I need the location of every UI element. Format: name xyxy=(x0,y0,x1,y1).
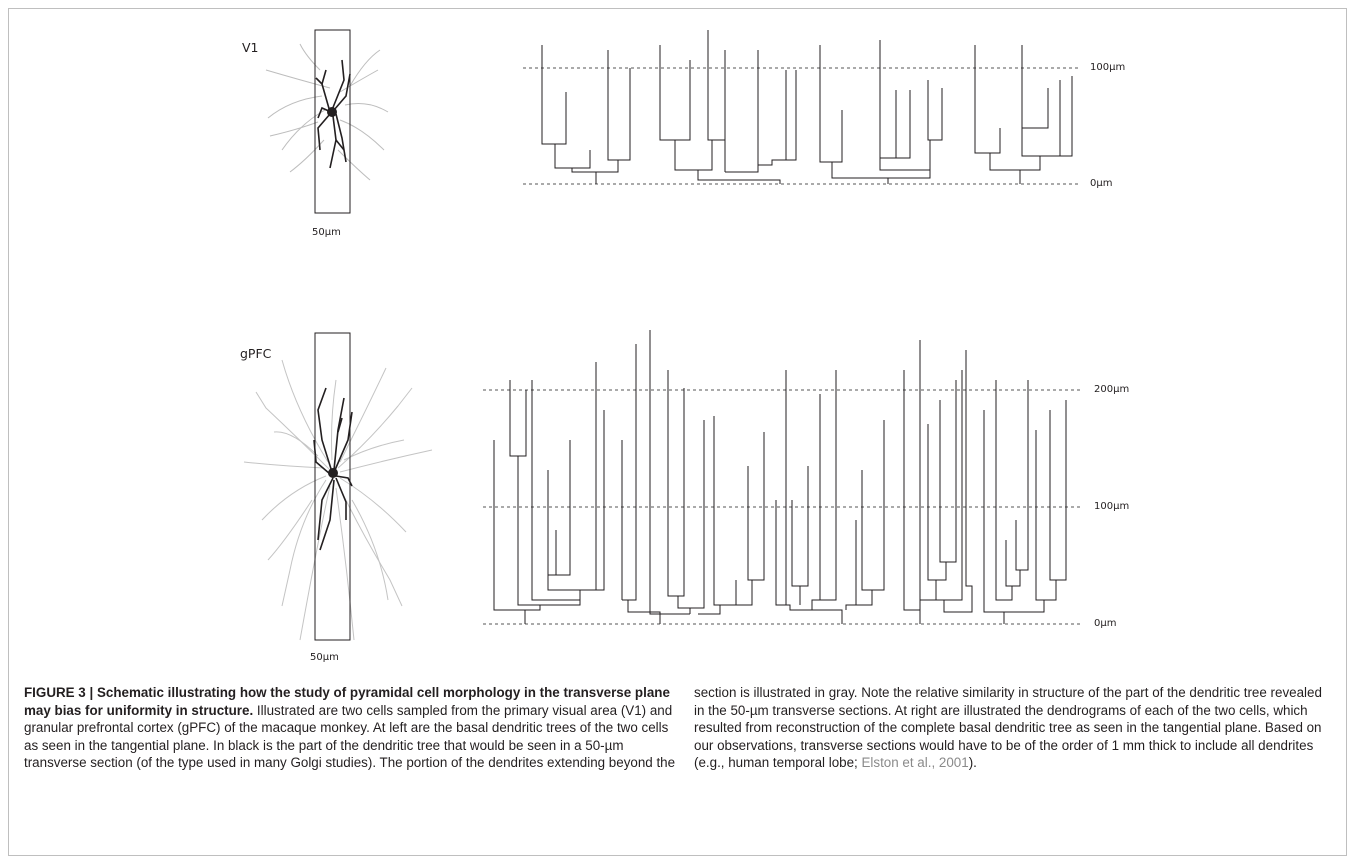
caption-closing: ). xyxy=(969,755,977,770)
gpfc-scale-label-100: 100µm xyxy=(1094,501,1129,512)
gpfc-dendrites-outside-section xyxy=(244,360,432,640)
gpfc-cell-label: gPFC xyxy=(240,346,271,361)
gpfc-scale-label-0: 0µm xyxy=(1094,618,1116,629)
figure-graphic xyxy=(0,0,1356,680)
gpfc-cell-drawing xyxy=(244,333,432,640)
v1-cell-drawing xyxy=(266,30,388,213)
gpfc-soma xyxy=(328,468,338,478)
v1-scale-label-100: 100µm xyxy=(1090,62,1125,73)
caption-body-right: section is illustrated in gray. Note the… xyxy=(694,685,1322,770)
gpfc-scale-label-200: 200µm xyxy=(1094,384,1129,395)
v1-scale-label-0: 0µm xyxy=(1090,178,1112,189)
v1-dendrogram xyxy=(523,30,1080,184)
gpfc-dendrogram xyxy=(483,330,1080,624)
gpfc-section-width-label: 50µm xyxy=(310,652,339,663)
caption-left-column: FIGURE 3 | Schematic illustrating how th… xyxy=(24,684,680,772)
caption-right-column: section is illustrated in gray. Note the… xyxy=(694,684,1334,772)
v1-section-width-label: 50µm xyxy=(312,227,341,238)
v1-soma xyxy=(327,107,337,117)
v1-dendrogram-lines xyxy=(542,30,1072,184)
v1-cell-label: V1 xyxy=(242,40,259,55)
citation-link[interactable]: Elston et al., 2001 xyxy=(861,755,968,770)
gpfc-section-rectangle xyxy=(315,333,350,640)
gpfc-dendrogram-lines xyxy=(494,330,1066,624)
